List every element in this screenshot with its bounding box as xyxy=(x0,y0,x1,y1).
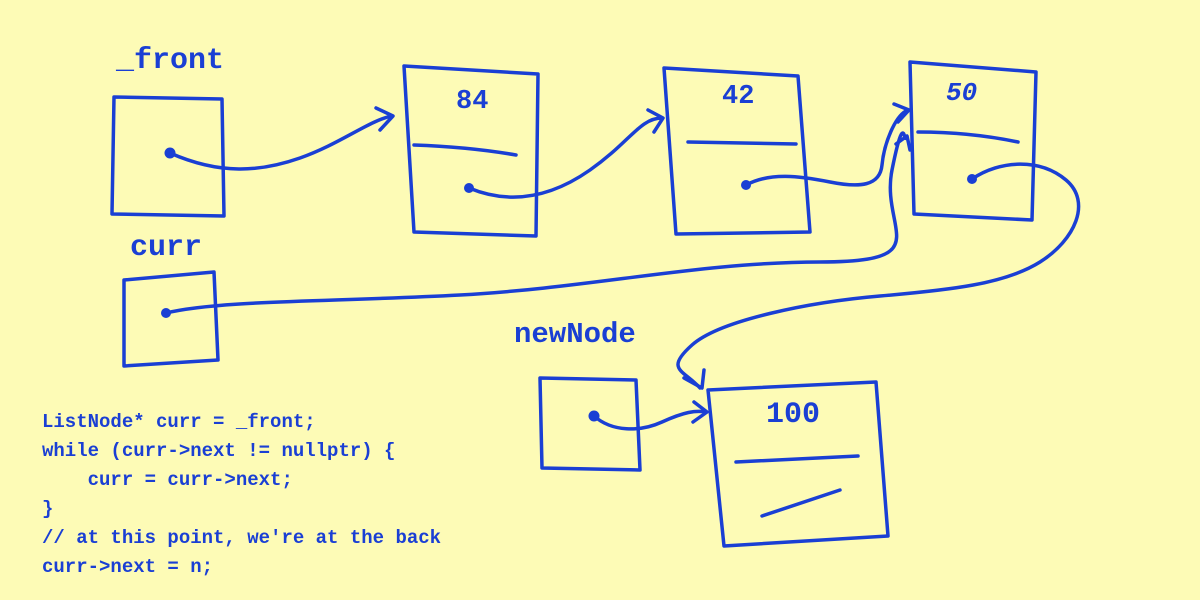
node-value: 100 xyxy=(766,398,821,432)
curr-to-50-arrow xyxy=(164,131,912,315)
front-pointer-box xyxy=(110,95,226,218)
code-line: ListNode* curr = _front; xyxy=(42,411,316,433)
list-node-84 xyxy=(402,64,540,238)
front-to-84-arrow xyxy=(168,106,395,171)
newnode-label: newNode xyxy=(514,318,636,351)
42-to-50-arrow xyxy=(744,102,911,187)
newnode-to-100-arrow xyxy=(592,400,709,431)
list-node-50 xyxy=(908,60,1038,222)
curr-pointer-box xyxy=(122,270,220,368)
code-line: curr->next = n; xyxy=(42,556,214,578)
code-snippet: ListNode* curr = _front; while (curr->ne… xyxy=(42,408,441,582)
front-label: _front xyxy=(116,44,225,78)
code-line: // at this point, we're at the back xyxy=(42,527,442,549)
newnode-pointer-box xyxy=(538,376,642,472)
50-to-100-arrow xyxy=(676,162,1081,390)
list-node-100 xyxy=(706,380,890,548)
node-value: 84 xyxy=(456,87,489,117)
list-node-42 xyxy=(662,66,812,236)
curr-label: curr xyxy=(130,231,203,265)
code-line: while (curr->next != nullptr) { xyxy=(42,440,396,462)
code-line: curr = curr->next; xyxy=(42,469,293,491)
84-to-42-arrow xyxy=(467,108,665,199)
node-value: 42 xyxy=(722,82,755,112)
code-line: } xyxy=(42,498,54,520)
node-value: 50 xyxy=(946,78,978,108)
